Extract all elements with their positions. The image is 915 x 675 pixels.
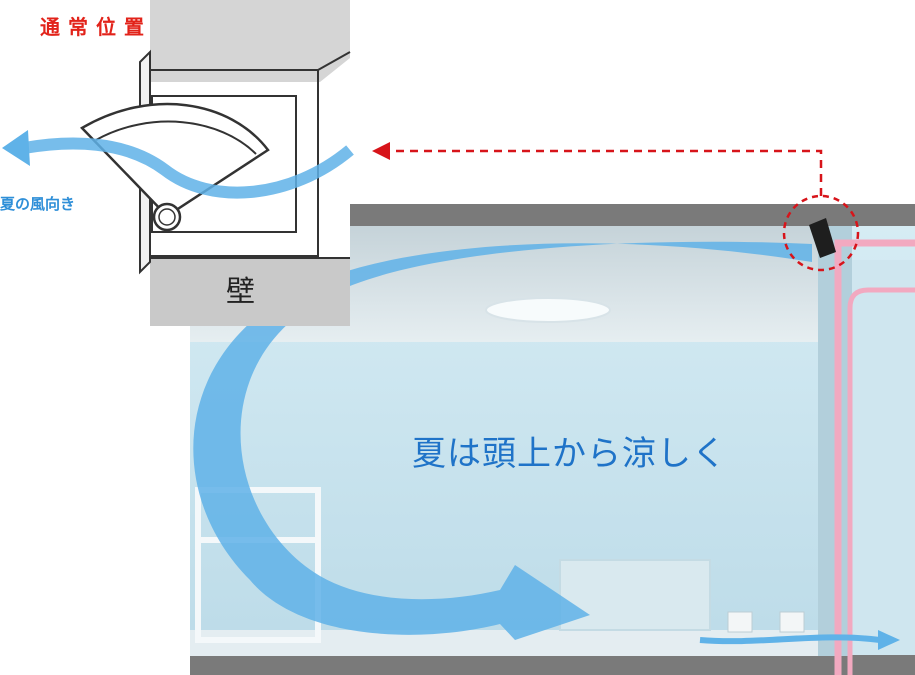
duct	[834, 239, 915, 675]
furniture	[559, 559, 711, 631]
airflow-arrow	[193, 241, 900, 650]
louver-icon	[809, 218, 836, 258]
floor-airflow-head	[878, 630, 900, 650]
caption-label: 夏は頭上から涼しく	[412, 434, 727, 474]
vent-frame-edge	[317, 51, 351, 71]
wall-block	[150, 258, 350, 326]
duct-pipe	[847, 287, 915, 675]
outlet	[779, 611, 805, 633]
adjacent-room	[852, 260, 915, 655]
floor-airflow-line	[699, 634, 881, 645]
inset-airflow-arrow	[22, 137, 354, 199]
pivot-inner	[158, 208, 176, 226]
vent-inset	[2, 0, 354, 326]
inset-arrow-head-icon	[2, 130, 30, 166]
arrow-head-icon	[372, 142, 390, 160]
callout-arrow	[372, 142, 823, 196]
outlet	[727, 611, 753, 633]
louver-arc	[95, 120, 257, 155]
floor-slab	[190, 655, 915, 675]
dashed-arrow-icon	[388, 149, 823, 196]
dashed-circle-icon	[782, 194, 860, 272]
wall-label: 壁	[226, 274, 256, 308]
summer-direction-label: 夏の風向き	[0, 195, 76, 213]
duct-pipe	[834, 239, 915, 675]
bed-frame	[195, 487, 321, 643]
ceiling-light	[485, 297, 611, 323]
normal-position-label: 通常位置	[40, 15, 152, 39]
pivot-icon	[152, 202, 182, 232]
ceiling-slab	[190, 204, 915, 226]
